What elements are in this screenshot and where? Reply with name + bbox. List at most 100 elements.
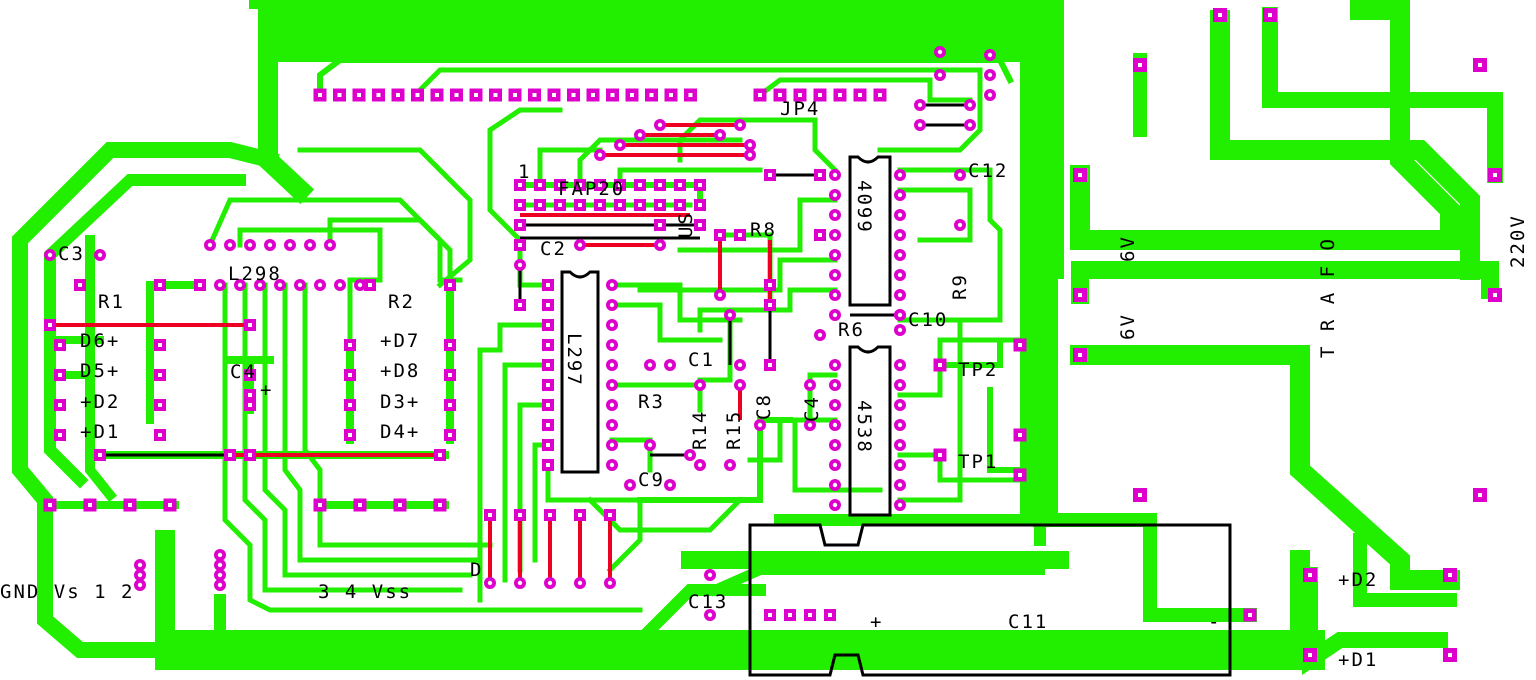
copper-l297-left3 [502, 362, 551, 583]
pad-hole [897, 252, 903, 258]
label-tp1: TP1 [958, 451, 998, 473]
pad-hole [1268, 13, 1272, 17]
pad-hole [577, 580, 583, 586]
pad-hole [1018, 433, 1022, 437]
pad-hole [415, 93, 420, 97]
label-6v-a: 6V [1117, 235, 1139, 262]
pad-hole [647, 442, 653, 448]
pad-hole [967, 102, 973, 108]
pad-hole [1448, 573, 1452, 577]
pad-hole [158, 433, 162, 437]
copper-trafo-4 [1262, 7, 1503, 183]
pad-hole [1493, 293, 1497, 297]
pad-hole [438, 503, 442, 507]
copper-c11-left [708, 565, 1045, 597]
pad-hole [937, 49, 943, 55]
pad-hole [609, 342, 615, 348]
pad-hole [493, 93, 498, 97]
pad-hole [546, 323, 550, 327]
copper-trafo-5 [1071, 261, 1499, 304]
pad-hole [318, 503, 322, 507]
pad-hole [58, 433, 62, 437]
pad-hole [807, 382, 813, 388]
pad-hole [448, 283, 452, 287]
label-r1: R1 [98, 291, 125, 313]
pad-hole [546, 423, 550, 427]
copper-d1-feed [1302, 567, 1448, 675]
pad-hole [818, 233, 822, 237]
l297-outline [560, 270, 600, 474]
label-d8: +D8 [380, 360, 420, 382]
copper-header-row2 [416, 67, 983, 153]
copper-ic4099-left4 [697, 287, 838, 333]
pad-hole [1018, 473, 1022, 477]
copper-ic4099-left2 [677, 197, 838, 253]
pad-hole [697, 382, 703, 388]
label-c11: C11 [1008, 611, 1048, 633]
copper-l297-right [609, 282, 743, 323]
copper-fap20-up [537, 147, 603, 188]
pad-hole [448, 373, 452, 377]
label-r9: R9 [949, 273, 971, 300]
copper-l298-bundle5 [302, 282, 493, 548]
pad-hole [227, 242, 233, 248]
pad-hole [88, 503, 92, 507]
pad-hole [158, 283, 162, 287]
pad-hole [517, 262, 523, 268]
pad-hole [987, 92, 993, 98]
label-d2-right: +D2 [1338, 569, 1378, 591]
pad-hole [248, 373, 252, 377]
pad-hole [267, 242, 273, 248]
pad-hole [838, 93, 842, 97]
copper-left-inner2 [85, 235, 118, 503]
copper-right-strip [1020, 0, 1058, 520]
pad-hole [832, 212, 838, 218]
pad-hole [348, 343, 352, 347]
label-l298: L298 [228, 263, 282, 285]
pad-hole [538, 203, 542, 207]
pad-hole [897, 402, 903, 408]
copper-l297-right2 [609, 302, 723, 343]
pad-hole [747, 142, 753, 148]
pad-hole [58, 343, 62, 347]
pad-hole [832, 292, 838, 298]
pad-hole [897, 482, 903, 488]
copper-layer [12, 0, 1503, 675]
pad-hole [318, 93, 322, 97]
pad-hole [348, 403, 352, 407]
pad-hole [688, 93, 693, 97]
pad-hole [669, 93, 673, 97]
pad-hole [678, 203, 682, 207]
pad-hole [217, 572, 223, 578]
pad-hole [832, 502, 838, 508]
pad-hole [578, 183, 582, 187]
copper-c11-feed [774, 514, 1046, 546]
pad-hole [697, 462, 703, 468]
label-tp2: TP2 [958, 359, 998, 381]
pad-hole [609, 282, 615, 288]
copper-d2-feed [1353, 533, 1457, 607]
pad-hole [577, 242, 583, 248]
label-c3: C3 [58, 243, 85, 265]
pad-hole [448, 343, 452, 347]
label-220v: 220V [1507, 214, 1529, 268]
pad-hole [617, 142, 623, 148]
pad-hole [548, 513, 552, 517]
pad-hole [657, 242, 663, 248]
label-r14: R14 [689, 410, 711, 450]
pad-hole [608, 513, 612, 517]
pad-hole [207, 242, 213, 248]
pad-hole [737, 122, 743, 128]
pad-hole [1078, 173, 1082, 177]
pad-hole [558, 203, 562, 207]
pad-hole [327, 242, 333, 248]
pad-hole [637, 132, 643, 138]
label-bottom-row: 3 4 Vss [318, 581, 412, 603]
pad-hole [818, 173, 822, 177]
pad-hole [609, 322, 615, 328]
pad-hole [897, 462, 903, 468]
pad-hole [248, 323, 252, 327]
pad-hole [727, 462, 733, 468]
copper-ic4538-right2 [897, 452, 1023, 483]
pad-hole [137, 582, 143, 588]
